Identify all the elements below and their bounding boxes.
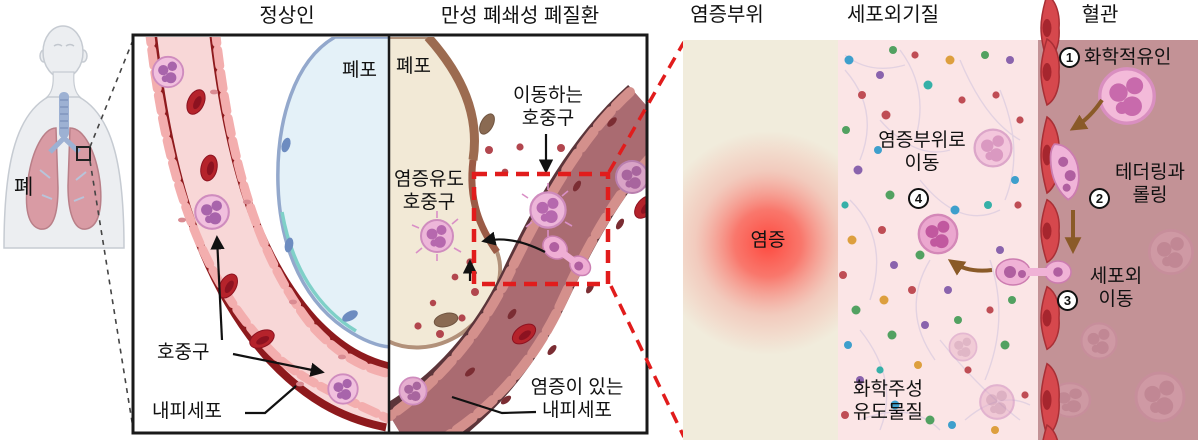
migrating-neutrophil-label: 이동하는 호중구 <box>513 85 583 129</box>
lung-zoom-square <box>76 146 91 161</box>
migration-to-site-label: 염증부위로 이동 <box>878 130 966 174</box>
ecm-fibers <box>844 49 1031 431</box>
endothelium-label: 내피세포 <box>152 401 222 422</box>
inflammation-label: 염증 <box>750 230 786 251</box>
copd-half <box>389 37 646 432</box>
step-2-label: 테더링과 롤링 <box>1115 162 1185 206</box>
inflamed-endothelium <box>389 87 635 421</box>
header-inflammation-site: 염증부위 <box>690 4 764 26</box>
alveolus-normal <box>276 37 388 349</box>
chemoattractant-dots <box>839 46 1029 434</box>
zoom-highlight-box <box>471 171 611 287</box>
step-2-badge: 2 <box>1089 188 1110 209</box>
face-eyes <box>53 43 75 47</box>
step-1-label: 화학적유인 <box>1084 47 1172 68</box>
copd-annotation-arrows <box>451 134 554 415</box>
endothelium-normal <box>211 37 388 378</box>
alveolus-normal-label: 폐포 <box>342 60 377 81</box>
alveolus-copd-label: 폐포 <box>396 56 431 77</box>
neutrophil <box>398 376 428 406</box>
neutrophil <box>615 160 646 194</box>
neutrophil <box>194 194 230 230</box>
chemoattractant-label: 화학주성 유도물질 <box>853 379 923 423</box>
transmigrating-neutrophil <box>542 235 592 277</box>
lung-label: 폐 <box>14 176 34 199</box>
normal-annotation-arrows <box>210 235 325 415</box>
step-3-badge: 3 <box>1057 290 1078 311</box>
title-copd: 만성 폐쇄성 폐질환 <box>440 5 600 27</box>
inflamed-endothelium-label: 염증이 있는 내피세포 <box>530 377 624 421</box>
human-body-figure <box>3 25 125 249</box>
neutrophil-label: 호중구 <box>157 342 210 363</box>
migration-arrows <box>947 98 1104 276</box>
red-zoom-connector-bottom <box>609 285 686 438</box>
normal-half <box>145 37 388 432</box>
extravasating-neutrophil <box>995 258 1072 286</box>
tethered-neutrophil <box>1049 143 1080 201</box>
neutrophil <box>327 373 359 405</box>
header-vessel: 혈관 <box>1081 4 1119 26</box>
title-normal: 정상인 <box>259 5 315 27</box>
step-3-label: 세포외 이동 <box>1089 266 1143 310</box>
induced-neutrophil-label: 염증유도 호중구 <box>394 169 464 213</box>
step-4-badge: 4 <box>908 188 929 209</box>
neutrophil-free-flowing <box>1098 67 1156 125</box>
activated-neutrophil-migrating <box>521 183 573 237</box>
activated-neutrophil-induced <box>411 211 462 261</box>
header-ecm: 세포외기질 <box>847 4 939 26</box>
neutrophil <box>151 55 185 89</box>
normal-blood-vessel <box>145 37 388 432</box>
inflammation-glow <box>683 131 838 355</box>
zoom-panel <box>683 0 1198 440</box>
red-zoom-connector-top <box>607 41 686 173</box>
step-1-badge: 1 <box>1059 47 1080 68</box>
trachea <box>48 92 81 154</box>
